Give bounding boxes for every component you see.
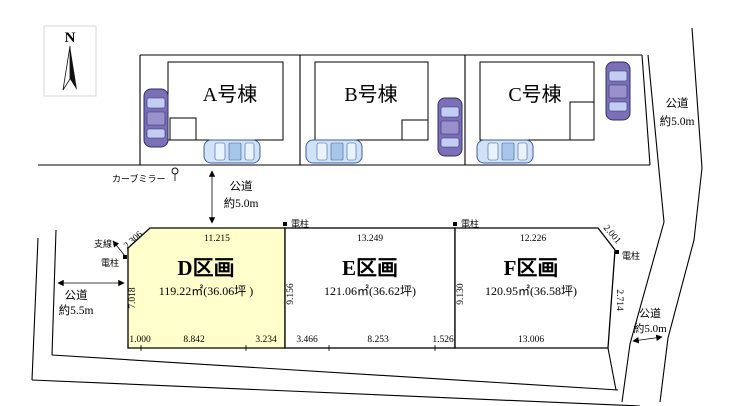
building-c-label: C号棟 (508, 83, 561, 106)
utility-pole-label-f: 電柱 (461, 218, 479, 229)
plot-d-name: D区画 (177, 256, 234, 280)
car-purple-lot-a (143, 88, 169, 148)
dim-d-top: 11.215 (204, 234, 230, 244)
bottom-right-road-width: 約5.0m (633, 321, 667, 335)
right-road-label: 公道 (666, 96, 689, 110)
building-c-annex (569, 101, 595, 141)
dim-d-bottom-1: 1.000 (129, 335, 151, 345)
curve-mirror-label: カーブミラー (112, 173, 165, 184)
right-road: 公道 約5.0m (621, 27, 703, 403)
plots: D区画 119.22㎡(36.06坪 ) E区画 121.06㎡(36.62坪)… (127, 227, 616, 351)
compass: N (43, 25, 97, 97)
compass-needle-icon (70, 46, 77, 90)
compass-box (43, 25, 97, 97)
middle-road: 公道 約5.0m (208, 170, 259, 224)
car-blue-lot-c (476, 139, 534, 164)
car-blue-lot-a (203, 139, 261, 164)
plot-e-outline (284, 227, 456, 349)
dim-e-left: 9.156 (286, 283, 296, 305)
compass-needle-icon (62, 45, 71, 91)
utility-pole-label-e: 電柱 (291, 218, 309, 229)
car-purple-lot-c (605, 61, 631, 121)
utility-pole-icon (283, 222, 287, 226)
building-b-annex (401, 119, 429, 141)
dim-e-bottom-1: 3.466 (296, 335, 318, 345)
curve-mirror: カーブミラー (112, 167, 179, 184)
plot-f-outline (454, 227, 616, 349)
dim-f-top: 12.226 (520, 234, 546, 244)
utility-poles: 電柱 電柱 電柱 電柱 支線 (94, 218, 640, 268)
road-width-arrow (632, 334, 663, 344)
dim-e-top: 13.249 (357, 234, 383, 244)
utility-pole-label-right: 電柱 (622, 250, 640, 261)
utility-pole-icon (123, 255, 127, 259)
compass-north-label: N (65, 30, 76, 46)
dim-f-left: 9.130 (456, 283, 466, 305)
dim-d-bottom-2: 8.842 (183, 335, 205, 345)
dim-e-bottom-3: 1.526 (432, 335, 454, 345)
curve-mirror-icon (171, 167, 179, 175)
guy-wire-line (112, 240, 126, 257)
bottom-right-road-label: 公道 (639, 306, 661, 320)
building-b-label: B号棟 (344, 83, 397, 106)
utility-pole-label-left: 電柱 (101, 257, 119, 268)
plot-e-name: E区画 (342, 256, 398, 280)
car-purple-lot-b (437, 97, 463, 157)
middle-road-width: 約5.0m (224, 196, 259, 210)
left-road-width: 約5.5m (59, 303, 94, 317)
dim-d-bottom-3: 3.234 (255, 335, 277, 345)
plot-e-area: 121.06㎡(36.62坪) (324, 284, 416, 298)
bottom-right-road: 公道 約5.0m (632, 306, 667, 344)
upper-lot-boundaries (38, 54, 651, 166)
dim-e-bottom-2: 8.253 (367, 335, 389, 345)
buildings: A号棟 B号棟 C号棟 (167, 61, 595, 141)
dim-f-right: 2.714 (614, 289, 624, 311)
guy-wire-label: 支線 (94, 238, 112, 249)
utility-pole-icon (615, 250, 619, 254)
utility-pole-icon (453, 222, 457, 226)
plot-d-area: 119.22㎡(36.06坪 ) (159, 284, 254, 298)
car-blue-lot-b (305, 139, 363, 164)
left-road: 公道 約5.5m (31, 229, 125, 381)
building-a-label: A号棟 (203, 83, 257, 106)
dim-f-bottom: 13.006 (518, 335, 544, 345)
building-a-annex (169, 117, 197, 141)
right-road-width: 約5.0m (660, 114, 695, 128)
plot-f-name: F区画 (504, 256, 559, 280)
bottom-road (31, 347, 641, 406)
dim-d-left: 7.018 (128, 287, 138, 309)
left-road-label: 公道 (65, 288, 88, 302)
middle-road-label: 公道 (230, 179, 253, 193)
plot-f-area: 120.95㎡(36.58坪) (485, 284, 577, 298)
